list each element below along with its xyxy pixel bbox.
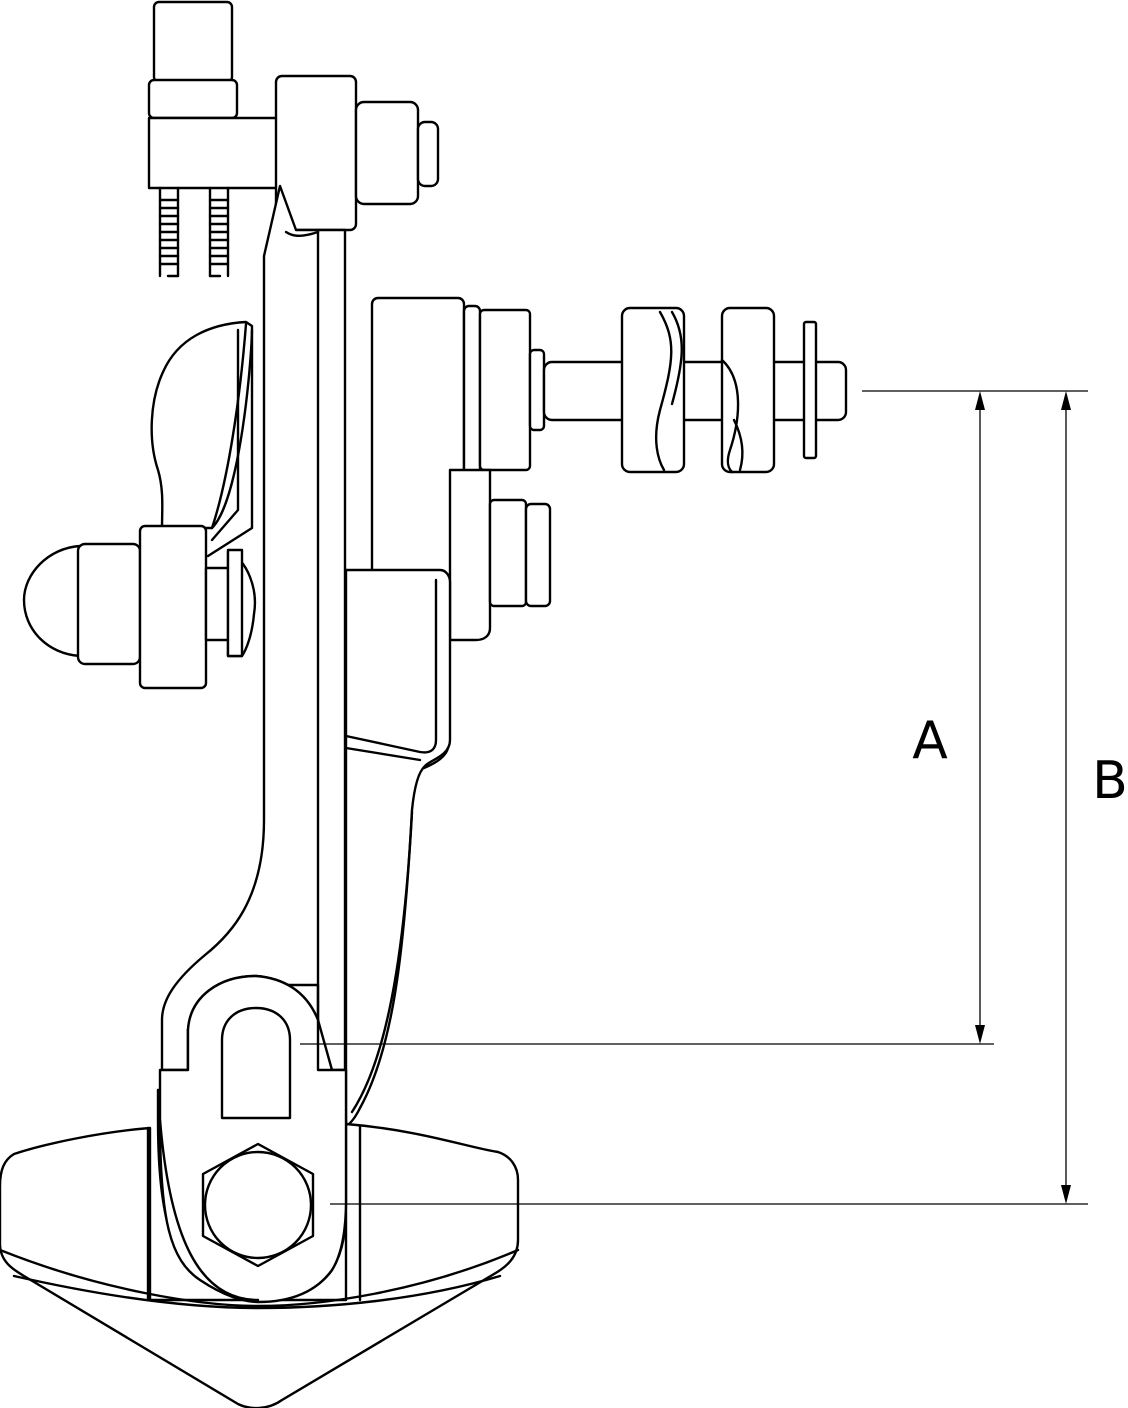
- spring-nut-1: [620, 306, 686, 474]
- side-shaft-assembly: [528, 306, 848, 474]
- dimension-b-label: B: [1092, 751, 1128, 811]
- dimension-b-arrow: [1061, 391, 1071, 1204]
- left-lever: [150, 320, 254, 558]
- base-foot: [0, 1122, 520, 1408]
- spring-nut-2: [720, 306, 776, 474]
- dimension-a-label: A: [912, 711, 948, 771]
- top-bolt-assembly: [147, 0, 440, 278]
- hex-bolt: [201, 1142, 315, 1268]
- cam-housing: [344, 296, 552, 1128]
- dimension-a-arrow: [975, 391, 985, 1044]
- threaded-stud-left: [158, 186, 180, 278]
- threaded-stud-right: [208, 186, 230, 278]
- dimension-lines: A B: [300, 390, 1128, 1205]
- left-knob: [22, 524, 257, 690]
